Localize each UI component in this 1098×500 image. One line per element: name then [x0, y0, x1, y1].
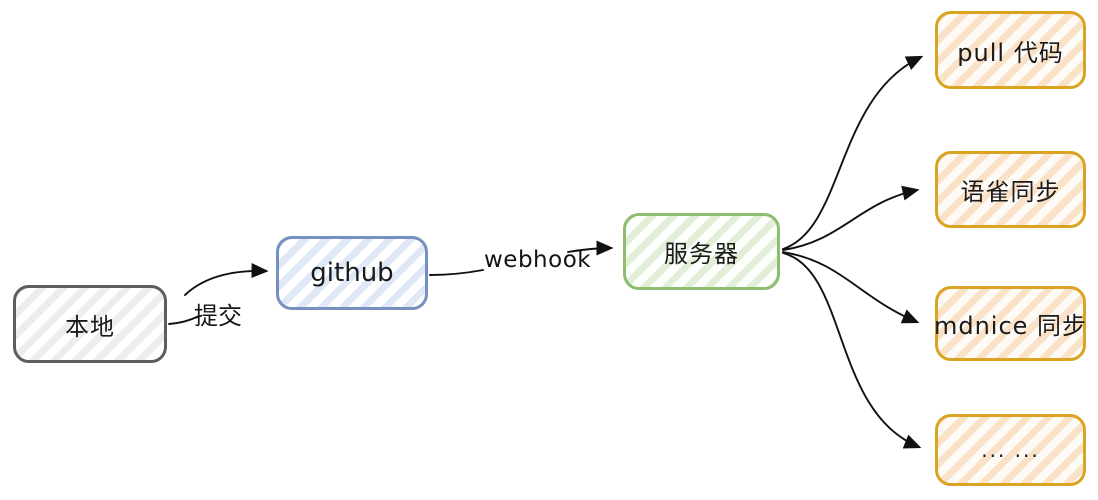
node-pull-code: pull 代码: [935, 11, 1086, 89]
node-server-label: 服务器: [664, 240, 739, 268]
edge-server-yuque-arrow: [782, 185, 920, 251]
node-local-label: 本地: [65, 312, 115, 341]
node-yuque-sync-label: 语雀同步: [960, 178, 1061, 206]
node-mdnice-sync-label: mdnice 同步: [933, 312, 1088, 340]
node-mdnice-sync: mdnice 同步: [933, 286, 1088, 361]
edge-github-webhook-segment: [429, 269, 484, 276]
edge-server-more-arrow: [782, 252, 922, 449]
node-more: ... ...: [935, 414, 1086, 486]
node-local: 本地: [13, 285, 167, 363]
node-more-label: ... ...: [981, 438, 1040, 462]
edge-label-commit: 提交: [194, 302, 242, 330]
node-server: 服务器: [623, 213, 780, 290]
edge-commit-github-arrow: [184, 263, 269, 296]
node-github-label: github: [310, 258, 394, 288]
edge-server-pull-arrow: [782, 55, 924, 250]
node-github: github: [276, 236, 428, 310]
edge-server-mdnice-arrow: [782, 251, 920, 324]
edge-label-webhook: webhook: [484, 247, 592, 273]
node-yuque-sync: 语雀同步: [935, 151, 1086, 228]
node-pull-code-label: pull 代码: [957, 38, 1064, 67]
